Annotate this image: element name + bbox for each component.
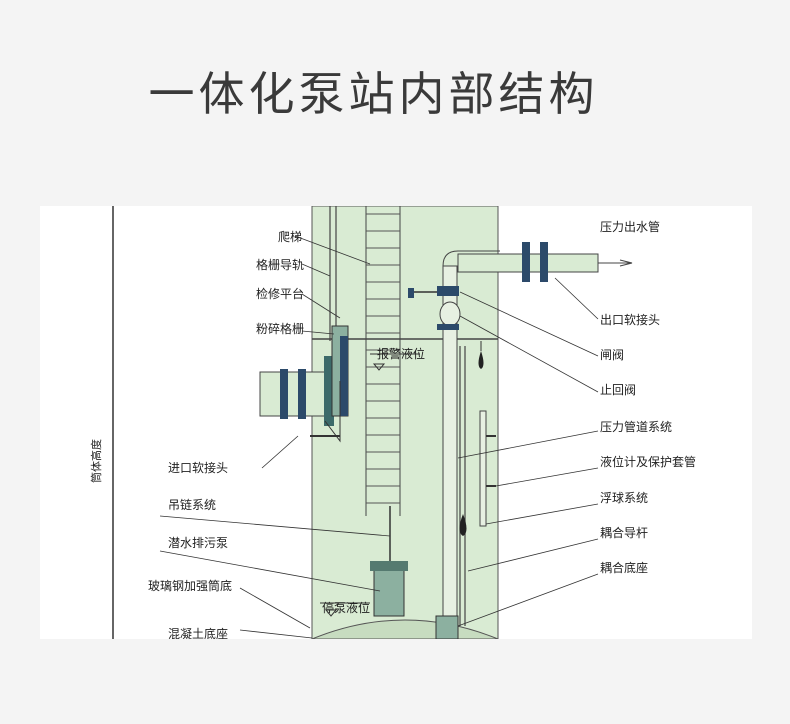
label-concrete-base: 混凝土底座 <box>168 626 228 639</box>
label-grille-rail: 格栅导轨 <box>256 257 304 272</box>
label-alarm-level: 报警液位 <box>377 346 425 361</box>
label-stop-pump-level: 停泵液位 <box>322 600 370 615</box>
label-crushing-grille: 粉碎格栅 <box>256 321 304 336</box>
label-chain-system: 吊链系统 <box>168 497 216 512</box>
ladder <box>365 206 401 516</box>
label-outlet-soft-joint: 出口软接头 <box>600 312 660 327</box>
label-level-gauge: 液位计及保护套管 <box>600 454 696 469</box>
label-coupling-guide-rod: 耦合导杆 <box>600 525 648 540</box>
label-pressure-outlet-pipe: 压力出水管 <box>600 219 660 234</box>
label-ladder: 爬梯 <box>278 230 302 244</box>
coupling-guide-rod <box>479 410 487 527</box>
label-gate-valve: 闸阀 <box>600 348 624 362</box>
gate-valve <box>437 286 459 296</box>
vertical-height-label: 筒体高度 <box>89 439 103 483</box>
pump-station-diagram: 筒体高度 <box>40 206 752 639</box>
label-frp-bottom: 玻璃钢加强筒底 <box>148 578 232 593</box>
label-pressure-pipeline: 压力管道系统 <box>600 419 672 434</box>
float-drop-lower <box>459 514 467 536</box>
page-title: 一体化泵站内部结构 <box>148 67 599 121</box>
check-valve <box>439 301 461 327</box>
coupling-base <box>435 615 459 639</box>
label-inlet-soft-joint: 进口软接头 <box>168 460 228 475</box>
label-coupling-base: 耦合底座 <box>600 560 648 575</box>
label-float-system: 浮球系统 <box>600 491 648 505</box>
label-check-valve: 止回阀 <box>600 383 636 397</box>
label-submersible-pump: 潜水排污泵 <box>168 536 228 550</box>
label-service-platform: 检修平台 <box>256 286 304 301</box>
float-drop-upper <box>478 351 484 369</box>
